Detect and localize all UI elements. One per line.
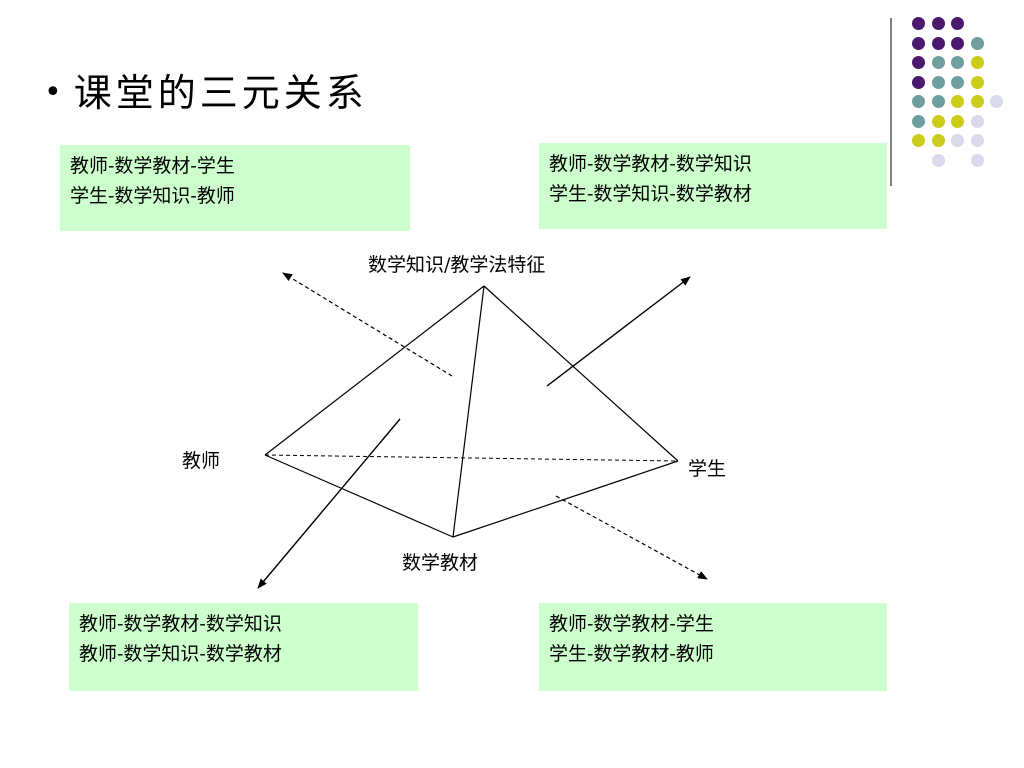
decor-dot [931,17,945,30]
decor-dot [970,75,984,89]
decor-dot [912,114,925,128]
edge-top-bottom [452,285,485,538]
relation-line: 教师-数学教材-学生 [549,613,714,635]
arrow-solid-down-left [257,418,401,589]
arrow-solid-up-right [546,276,691,387]
decor-dot [931,95,945,108]
decor-dot [990,95,1003,108]
relation-line: 教师-数学知识-数学教材 [79,643,282,665]
decor-dot [951,17,964,30]
decor-dot [951,75,964,89]
decor-dot [951,56,964,69]
bullet-icon: • [44,75,66,110]
decor-dot [912,134,925,147]
decor-dot [970,95,984,108]
decor-dot [970,36,984,50]
relation-line: 学生-数学知识-数学教材 [549,183,752,205]
decor-dot [931,134,945,147]
relation-box-top-right: 教师-数学教材-数学知识 学生-数学知识-数学教材 [539,143,887,229]
arrow-dashed-up-left [282,272,453,377]
relation-line: 教师-数学教材-数学知识 [79,613,282,635]
decor-dot [912,36,925,50]
relation-box-top-left: 教师-数学教材-学生 学生-数学知识-教师 [60,145,410,231]
relation-line: 学生-数学知识-教师 [70,185,235,207]
edge-teacher-student-hidden [264,454,679,462]
vertex-label-textbook: 数学教材 [402,552,479,574]
decor-dot [970,56,984,69]
decor-dot [970,134,984,147]
relation-line: 教师-数学教材-学生 [70,155,235,177]
arrow-dashed-down-right [555,495,708,580]
relation-line: 教师-数学教材-数学知识 [549,153,752,175]
decor-dot [912,17,925,30]
relation-box-bottom-right: 教师-数学教材-学生 学生-数学教材-教师 [539,603,887,691]
decor-dot [931,75,945,89]
decor-dot [931,153,945,167]
decor-dot [951,134,964,147]
decor-dot [970,114,984,128]
relation-box-bottom-left: 教师-数学教材-数学知识 教师-数学知识-数学教材 [69,603,418,691]
decor-dot [931,56,945,69]
decor-dot [931,114,945,128]
decor-dot [970,153,984,167]
edge-teacher-bottom [264,454,454,538]
decor-dot [951,36,964,50]
vertex-label-student: 学生 [688,458,727,480]
decor-dot [931,36,945,50]
vertex-label-teacher: 教师 [182,450,221,472]
edge-top-student [483,285,679,462]
decor-dot [912,75,925,89]
edge-teacher-top [264,285,485,456]
decor-dot [951,114,964,128]
decor-dot [912,95,925,108]
decor-dot [912,56,925,69]
slide-title: •课堂的三元关系 [44,62,368,117]
decor-dot [951,95,964,108]
slide-title-text: 课堂的三元关系 [73,71,368,115]
vertex-label-knowledge: 数学知识/教学法特征 [368,254,546,276]
decor-divider [890,18,892,186]
edge-bottom-student [452,460,679,538]
relation-line: 学生-数学教材-教师 [549,643,714,665]
